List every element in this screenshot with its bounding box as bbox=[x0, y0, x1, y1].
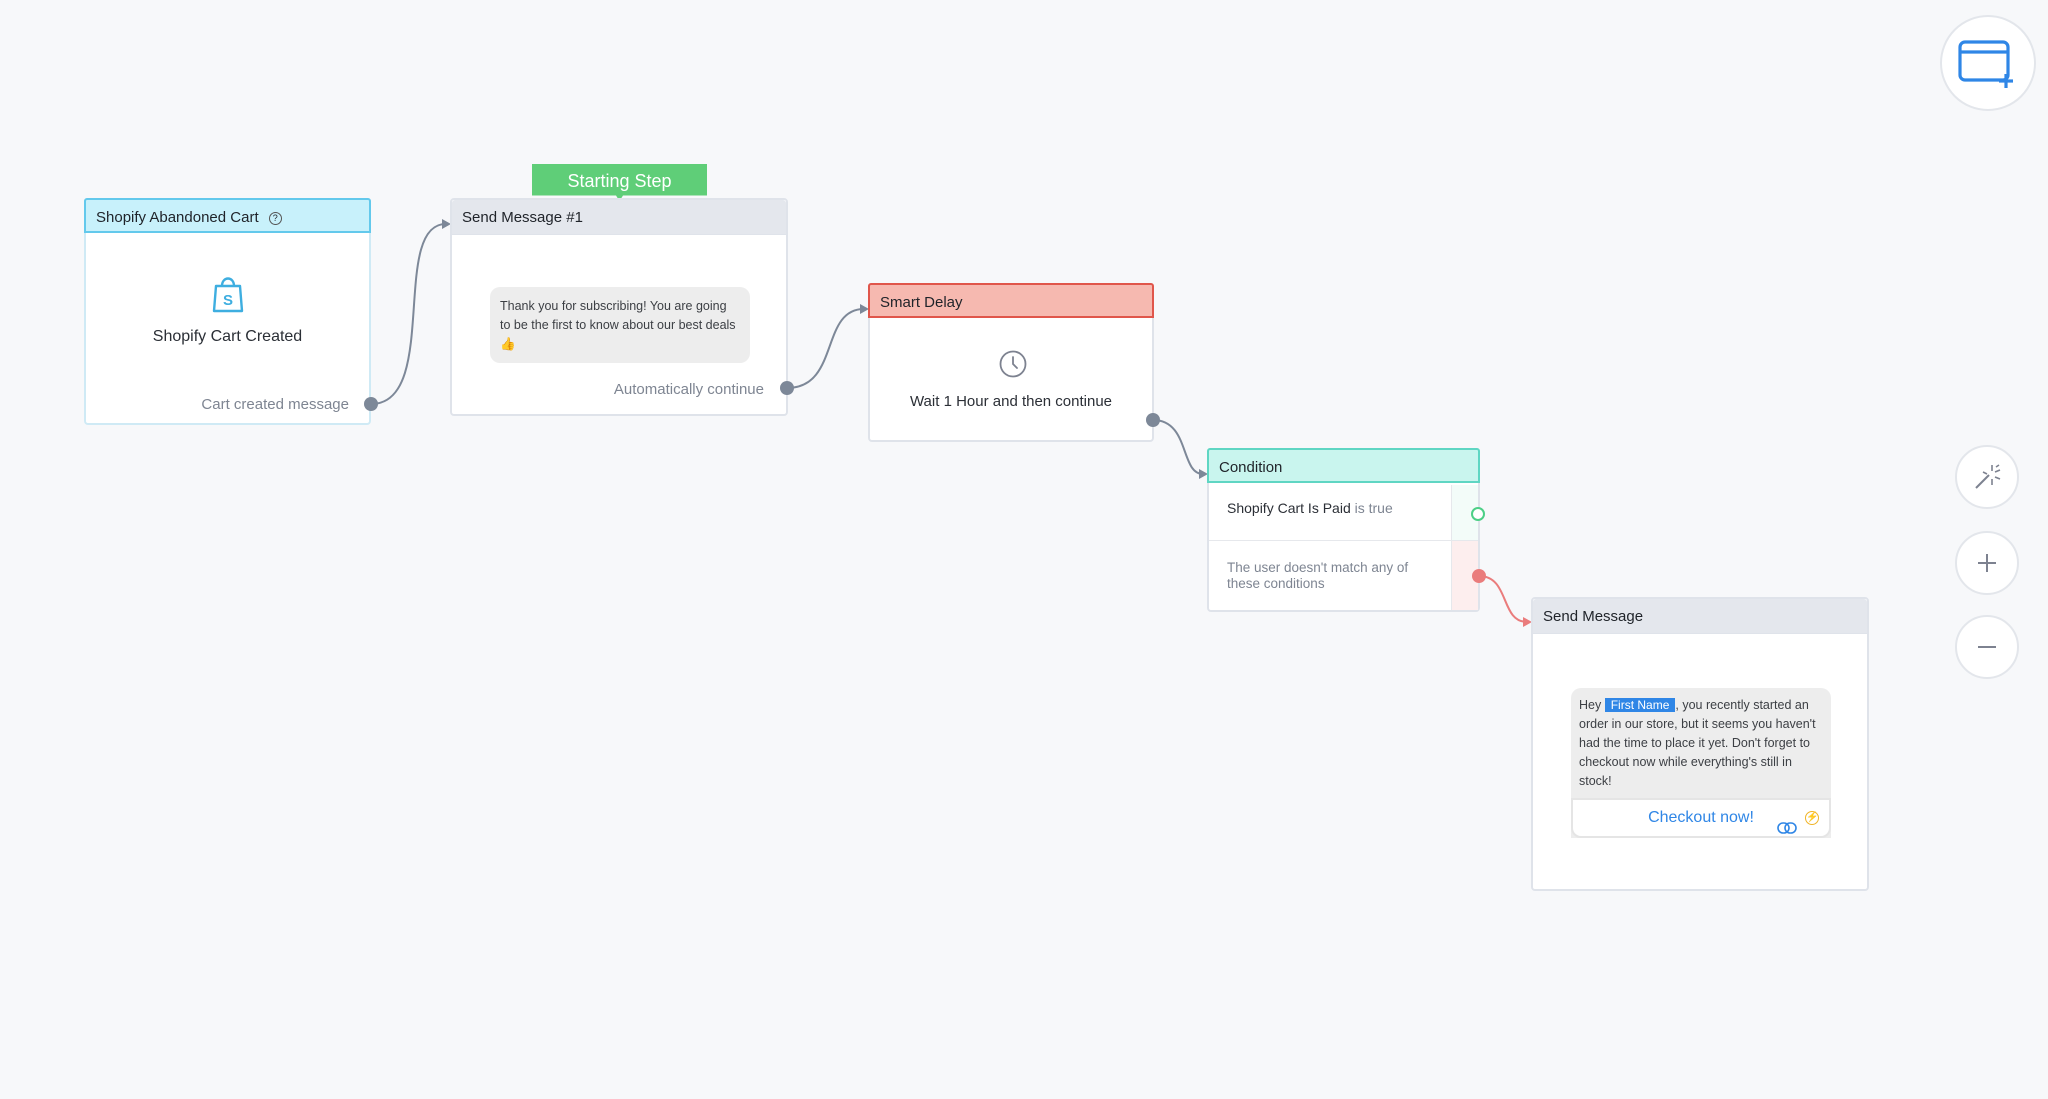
condition-true-port[interactable] bbox=[1471, 507, 1485, 521]
link-icon bbox=[1777, 812, 1797, 848]
minus-icon bbox=[1978, 646, 1996, 648]
connector-delay-to-condition bbox=[1152, 419, 1204, 475]
trigger-output-port[interactable] bbox=[364, 397, 378, 411]
connector-message-to-delay bbox=[786, 308, 865, 389]
plus-icon bbox=[1978, 554, 1996, 572]
send-message-2-header: Send Message bbox=[1533, 599, 1867, 634]
smart-delay-header: Smart Delay bbox=[868, 283, 1154, 318]
trigger-node[interactable]: Shopify Abandoned Cart ? S Shopify Cart … bbox=[84, 198, 371, 425]
trigger-title: Shopify Cart Created bbox=[152, 328, 303, 345]
condition-fallback[interactable]: The user doesn't match any of these cond… bbox=[1227, 560, 1409, 591]
shopify-bag-icon: S bbox=[210, 274, 246, 319]
condition-rule[interactable]: Shopify Cart Is Paid is true bbox=[1227, 500, 1393, 516]
send-message-1-node[interactable]: Send Message #1 Thank you for subscribin… bbox=[450, 198, 788, 416]
checkout-button-label: Checkout now! bbox=[1648, 809, 1754, 826]
condition-fail-port[interactable] bbox=[1472, 569, 1486, 583]
window-plus-icon bbox=[1958, 40, 2013, 88]
smart-delay-node[interactable]: Smart Delay Wait 1 Hour and then continu… bbox=[868, 283, 1154, 442]
smart-delay-text: Wait 1 Hour and then continue bbox=[909, 393, 1113, 410]
trigger-output-label: Cart created message bbox=[201, 396, 349, 413]
zoom-out-button[interactable] bbox=[1955, 615, 2019, 679]
svg-text:S: S bbox=[223, 292, 233, 309]
clock-icon bbox=[998, 349, 1028, 384]
checkout-button[interactable]: Checkout now! ⚡ bbox=[1571, 798, 1831, 838]
magic-wand-icon bbox=[1975, 464, 2001, 489]
help-icon[interactable]: ? bbox=[268, 211, 282, 225]
starting-step-badge: Starting Step bbox=[532, 164, 707, 201]
magic-button[interactable] bbox=[1955, 445, 2019, 509]
message-bubble: Thank you for subscribing! You are going… bbox=[490, 287, 750, 363]
zoom-in-button[interactable] bbox=[1955, 531, 2019, 595]
send-message-1-output-port[interactable] bbox=[780, 381, 794, 395]
new-frame-button[interactable] bbox=[1940, 15, 2036, 111]
send-message-1-header: Send Message #1 bbox=[452, 200, 786, 235]
trigger-node-title: Shopify Abandoned Cart bbox=[96, 209, 259, 226]
first-name-tag: First Name bbox=[1604, 698, 1676, 712]
send-message-2-node[interactable]: Send Message Hey First Name, you recentl… bbox=[1531, 597, 1869, 891]
trigger-node-header: Shopify Abandoned Cart ? bbox=[84, 198, 371, 233]
send-message-1-output-label: Automatically continue bbox=[613, 381, 764, 398]
condition-header: Condition bbox=[1207, 448, 1480, 483]
connector-trigger-to-message bbox=[370, 223, 447, 405]
lightning-icon: ⚡ bbox=[1805, 811, 1819, 825]
condition-node[interactable]: Condition Shopify Cart Is Paid is true T… bbox=[1207, 448, 1480, 612]
smart-delay-output-port[interactable] bbox=[1146, 413, 1160, 427]
connector-condition-fail-to-message bbox=[1478, 575, 1528, 623]
